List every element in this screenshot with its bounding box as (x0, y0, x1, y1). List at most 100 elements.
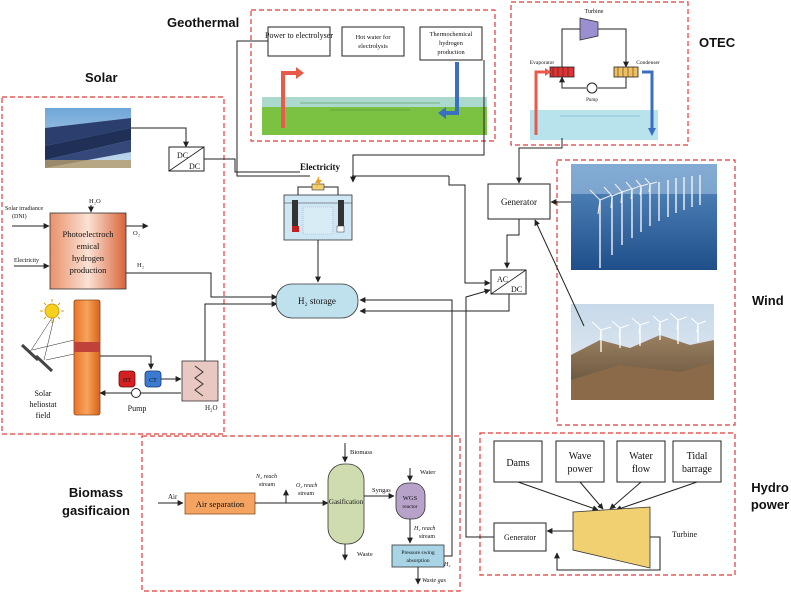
wind-title: Wind (752, 293, 784, 308)
wind-generator-box (487, 183, 551, 220)
wind-generator-label: Generator (501, 197, 537, 207)
hot-pipe (281, 71, 296, 128)
condenser-label: Condenser (636, 60, 660, 66)
electrode-left (292, 200, 298, 232)
solar-title: Solar (85, 70, 118, 85)
o2-label-line1: O₂ reach (296, 483, 317, 489)
water-flow-label-line2: flow (632, 464, 651, 475)
electrolyser-wire (297, 186, 339, 195)
biomass-section: Air Air separation N₂ reach stream O₂ re… (158, 297, 453, 585)
syngas-label: Syngas (372, 487, 391, 494)
sunlight-ray (29, 317, 53, 353)
geothermal-title: Geothermal (167, 15, 239, 30)
hydro-turbine-label: Turbine (672, 530, 697, 539)
wind-section: Generator AC DC (352, 138, 717, 400)
heliostat-label-line3: field (36, 411, 51, 420)
gasification-label: Gasification (329, 498, 364, 506)
tidal-to-turbine (615, 481, 698, 512)
air-separation-label: Air separation (196, 499, 245, 509)
irradiance-label-line2: (DNI) (12, 213, 27, 220)
thermochemical-label-line3: production (437, 49, 465, 56)
condenser (613, 66, 639, 78)
hydro-turbine (572, 506, 651, 569)
solar-pump (131, 388, 141, 398)
otec-turbine (579, 17, 599, 41)
psa-label-line2: absorption (406, 558, 429, 564)
o2-label: O₂ (133, 230, 140, 237)
reflected-ray (31, 339, 75, 351)
h2-label: H₂ (137, 262, 144, 269)
irradiance-label-line1: Solar irradiance (5, 206, 43, 212)
biomass-title-line2: gasificaion (62, 503, 130, 518)
electrolyser-membrane (302, 206, 334, 235)
otec-sea (530, 110, 658, 140)
panel-to-dcdc-wire (131, 127, 189, 148)
heliostat-label-line1: Solar (35, 389, 52, 398)
h2o-bottom-label: H₂O (205, 404, 218, 412)
offshore-turbines (599, 175, 701, 268)
wave-label-line1: Wave (569, 451, 592, 462)
hydro-section: Dams Wave power Water flow Tidal barrage… (465, 288, 722, 571)
hydro-title-line2: power (751, 497, 789, 512)
acdc-to-storage (359, 294, 510, 314)
evaporator (549, 66, 575, 78)
tower-receiver (74, 342, 100, 352)
hot-water-label-line1: Hot water for (355, 34, 391, 41)
heliostat-label-line2: heliostat (29, 400, 57, 409)
wind-section-border (556, 159, 736, 426)
pec-box (49, 212, 127, 290)
h2-storage-tank (275, 283, 359, 319)
otec-loop-up (561, 28, 580, 67)
otec-section-border (510, 1, 689, 146)
thermochemical-label-line2: hydrogen (439, 40, 464, 47)
acdc-bottom-label: DC (511, 285, 522, 294)
offshore-blades (589, 177, 658, 215)
solar-tower (73, 299, 101, 416)
power-to-electrolyser-label: Power to electrolyser (265, 31, 333, 40)
water-flow-label-line1: Water (629, 451, 653, 462)
psa-label-line1: Pressure swing (401, 550, 434, 556)
waste-label: Waste (357, 551, 373, 558)
thermochemical-label-line1: Thermochemical (430, 31, 473, 38)
evaporator-label: Evaporator (530, 60, 555, 66)
dcdc-to-electrolyser-wire (204, 158, 300, 173)
otec-turbine-label: Turbine (585, 9, 604, 15)
biomass-h2-to-storage (359, 297, 453, 557)
sunlight-ray (43, 317, 55, 361)
dams-label: Dams (506, 458, 529, 469)
geothermal-thermo-wire (350, 60, 485, 183)
cold-water-arrowhead (648, 128, 656, 136)
hydro-title-line1: Hydro (751, 480, 789, 495)
hot-tank-label: HT (123, 378, 131, 384)
otec-pump-label: Pump (586, 98, 598, 103)
hot-tank (118, 370, 136, 388)
dcdc-top-label: DC (177, 151, 188, 160)
onshore-to-generator (534, 219, 585, 327)
hot-water-label-line2: electrolysis (358, 43, 388, 50)
geothermal-section-border (250, 9, 496, 142)
biomass-in-label: Biomass (350, 449, 373, 456)
solar-pump-label: Pump (128, 404, 147, 413)
geothermal-section: Power to electrolyser Hot water for elec… (262, 26, 487, 135)
water-flow-to-turbine (609, 481, 642, 510)
waste-gas-label: Waste gas (422, 578, 447, 584)
solar-section: DC DC H₂O Photoelectroch emical hydrogen… (5, 108, 278, 420)
solar-panel-row (45, 118, 131, 146)
electrode-right-tag (336, 225, 345, 233)
h2-stream-label-line1: H₂ reach (413, 526, 435, 532)
gasifier (327, 463, 365, 545)
h2-storage-label: H₂ storage (298, 296, 336, 306)
otec-to-generator-wire (516, 138, 563, 184)
onshore-slope (571, 362, 714, 400)
tidal-label-line1: Tidal (687, 451, 708, 462)
thermochemical-box (419, 26, 483, 61)
hydro-generator-label: Generator (504, 533, 536, 542)
wave-to-turbine (579, 481, 604, 510)
warm-water-arrowhead (545, 68, 551, 76)
cold-pipe (446, 62, 459, 115)
offshore-sky (571, 164, 717, 194)
acdc-diagonal (490, 269, 527, 295)
otec-title: OTEC (699, 35, 736, 50)
otec-pump (586, 82, 598, 94)
warm-water-pipe (534, 70, 546, 135)
